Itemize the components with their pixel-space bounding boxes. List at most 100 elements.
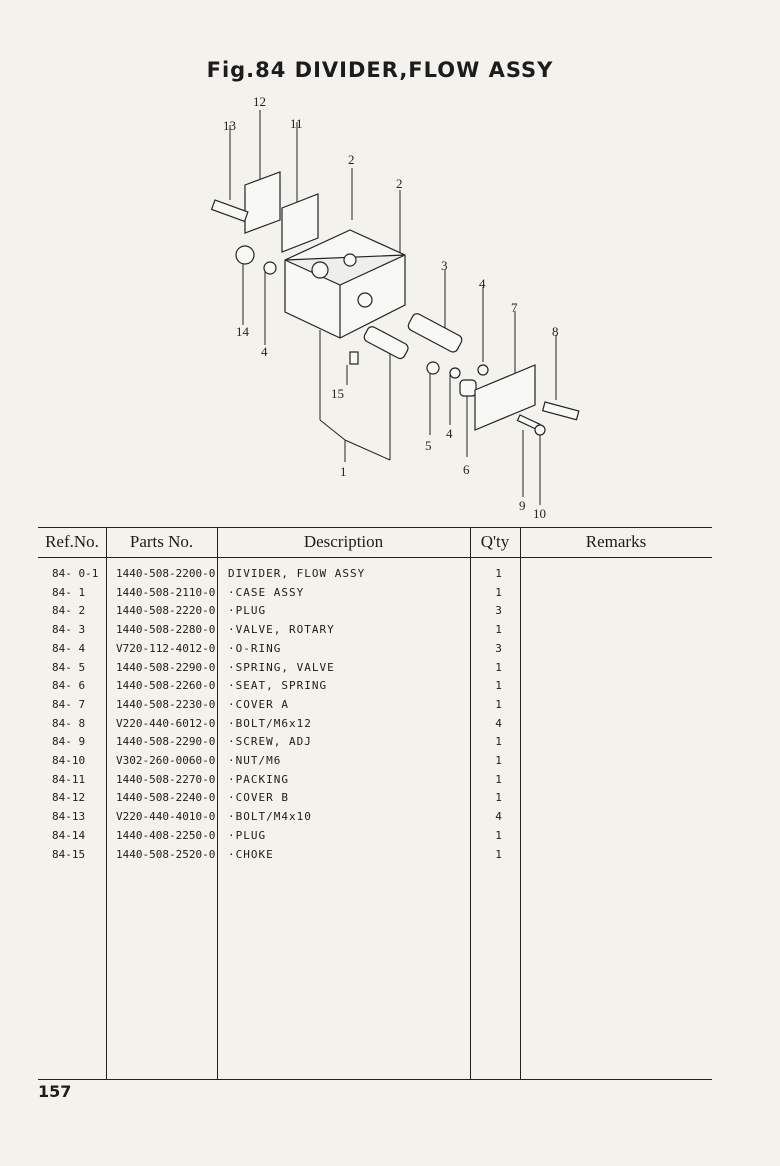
quantity-cell: 1 bbox=[495, 735, 502, 749]
part-no-cell: 1440-508-2110-0 bbox=[116, 585, 216, 599]
table-row: 84-14 1440-408-2250-0 ·PLUG 1 bbox=[38, 829, 712, 848]
callout-label: 15 bbox=[331, 386, 344, 401]
description-cell: DIVIDER, FLOW ASSY bbox=[228, 567, 366, 580]
description-cell: ·SCREW, ADJ bbox=[228, 735, 312, 749]
quantity-cell: 1 bbox=[495, 567, 502, 580]
ref-no-cell: 84-15 bbox=[52, 847, 86, 861]
part-no-cell: 1440-508-2270-0 bbox=[116, 772, 216, 786]
table-row: 84-10 V302-260-0060-0 ·NUT/M6 1 bbox=[38, 754, 712, 773]
quantity-cell: 3 bbox=[495, 604, 502, 618]
quantity-cell: 1 bbox=[495, 791, 502, 805]
table-row: 84- 2 1440-508-2220-0 ·PLUG 3 bbox=[38, 604, 712, 623]
description-cell: ·O-RING bbox=[228, 641, 282, 655]
description-cell: ·PLUG bbox=[228, 604, 267, 618]
quantity-cell: 1 bbox=[495, 828, 502, 842]
callout-label: 9 bbox=[519, 498, 526, 513]
ref-no-cell: 84-11 bbox=[52, 772, 86, 786]
header-remarks: Remarks bbox=[585, 532, 647, 551]
ref-no-cell: 84- 6 bbox=[52, 679, 86, 693]
ref-no-cell: 84- 1 bbox=[52, 585, 86, 599]
callout-label: 6 bbox=[463, 462, 470, 477]
quantity-cell: 1 bbox=[495, 679, 502, 693]
callout-label: 10 bbox=[533, 506, 546, 520]
part-no-cell: 1440-508-2290-0 bbox=[116, 735, 216, 749]
ref-no-cell: 84-10 bbox=[52, 754, 86, 767]
callout-label: 13 bbox=[223, 118, 236, 133]
description-cell: ·SEAT, SPRING bbox=[228, 679, 328, 693]
part-no-cell: 1440-508-2260-0 bbox=[116, 679, 216, 693]
part-no-cell: 1440-508-2230-0 bbox=[116, 697, 216, 711]
parts-table: Ref.No. Parts No. Description Q'ty Remar… bbox=[38, 527, 712, 1080]
callout-label: 11 bbox=[290, 116, 303, 131]
part-no-cell: 1440-508-2280-0 bbox=[116, 623, 216, 637]
description-cell: ·PLUG bbox=[228, 828, 267, 842]
ref-no-cell: 84- 9 bbox=[52, 735, 86, 749]
quantity-cell: 3 bbox=[495, 641, 502, 655]
part-no-cell: 1440-508-2200-0 bbox=[116, 567, 216, 580]
callout-label: 4 bbox=[479, 276, 486, 291]
callout-label: 4 bbox=[446, 426, 453, 441]
part-no-cell: V720-112-4012-0 bbox=[116, 641, 216, 655]
quantity-cell: 1 bbox=[495, 660, 502, 674]
part-no-cell: 1440-508-2220-0 bbox=[116, 604, 216, 618]
ref-no-cell: 84- 2 bbox=[52, 604, 86, 618]
description-cell: ·CASE ASSY bbox=[228, 585, 305, 599]
figure-title: Fig.84 DIVIDER,FLOW ASSY bbox=[206, 58, 554, 82]
quantity-cell: 4 bbox=[495, 810, 502, 824]
description-cell: ·COVER B bbox=[228, 791, 289, 805]
table-row: 84- 5 1440-508-2290-0 ·SPRING, VALVE 1 bbox=[38, 661, 712, 680]
description-cell: ·CHOKE bbox=[228, 847, 274, 861]
ref-no-cell: 84- 3 bbox=[52, 623, 86, 637]
description-cell: ·BOLT/M4x10 bbox=[228, 810, 312, 824]
header-parts-no: Parts No. bbox=[129, 532, 194, 551]
ref-no-cell: 84- 8 bbox=[52, 716, 86, 730]
table-row: 84- 3 1440-508-2280-0 ·VALVE, ROTARY 1 bbox=[38, 623, 712, 642]
description-cell: ·PACKING bbox=[228, 772, 289, 786]
description-cell: ·NUT/M6 bbox=[228, 754, 282, 767]
callout-label: 14 bbox=[236, 324, 250, 339]
callout-label: 4 bbox=[261, 344, 268, 359]
table-row: 84- 7 1440-508-2230-0 ·COVER A 1 bbox=[38, 698, 712, 717]
header-quantity: Q'ty bbox=[480, 532, 510, 551]
description-cell: ·SPRING, VALVE bbox=[228, 660, 335, 674]
ref-no-cell: 84- 5 bbox=[52, 660, 86, 674]
callout-label: 2 bbox=[396, 176, 403, 191]
callout-label: 2 bbox=[348, 152, 355, 167]
part-no-cell: V302-260-0060-0 bbox=[116, 754, 216, 767]
quantity-cell: 1 bbox=[495, 585, 502, 599]
callout-label: 8 bbox=[552, 324, 559, 339]
part-no-cell: 1440-508-2240-0 bbox=[116, 791, 216, 805]
ref-no-cell: 84-14 bbox=[52, 828, 86, 842]
quantity-cell: 4 bbox=[495, 716, 502, 730]
callout-label: 3 bbox=[441, 258, 448, 273]
table-row: 84-12 1440-508-2240-0 ·COVER B 1 bbox=[38, 791, 712, 810]
ref-no-cell: 84- 7 bbox=[52, 697, 86, 711]
part-no-cell: 1440-508-2290-0 bbox=[116, 660, 216, 674]
quantity-cell: 1 bbox=[495, 847, 502, 861]
callout-label: 5 bbox=[425, 438, 432, 453]
quantity-cell: 1 bbox=[495, 623, 502, 637]
quantity-cell: 1 bbox=[495, 697, 502, 711]
description-cell: ·COVER A bbox=[228, 697, 289, 711]
table-row: 84- 6 1440-508-2260-0 ·SEAT, SPRING 1 bbox=[38, 679, 712, 698]
part-no-cell: 1440-508-2520-0 bbox=[116, 847, 216, 861]
part-no-cell: 1440-408-2250-0 bbox=[116, 828, 216, 842]
quantity-cell: 1 bbox=[495, 772, 502, 786]
callout-label: 7 bbox=[511, 300, 518, 315]
page-number: 157 bbox=[38, 1082, 72, 1101]
description-cell: ·BOLT/M6x12 bbox=[228, 716, 312, 730]
description-cell: ·VALVE, ROTARY bbox=[228, 623, 335, 637]
table-row: 84-11 1440-508-2270-0 ·PACKING 1 bbox=[38, 773, 712, 792]
table-row: 84- 9 1440-508-2290-0 ·SCREW, ADJ 1 bbox=[38, 735, 712, 754]
ref-no-cell: 84-12 bbox=[52, 791, 86, 805]
quantity-cell: 1 bbox=[495, 754, 502, 767]
ref-no-cell: 84-13 bbox=[52, 810, 86, 824]
table-row: 84-15 1440-508-2520-0 ·CHOKE 1 bbox=[38, 848, 712, 867]
callout-label: 12 bbox=[253, 94, 266, 109]
header-ref-no: Ref.No. bbox=[45, 532, 99, 551]
